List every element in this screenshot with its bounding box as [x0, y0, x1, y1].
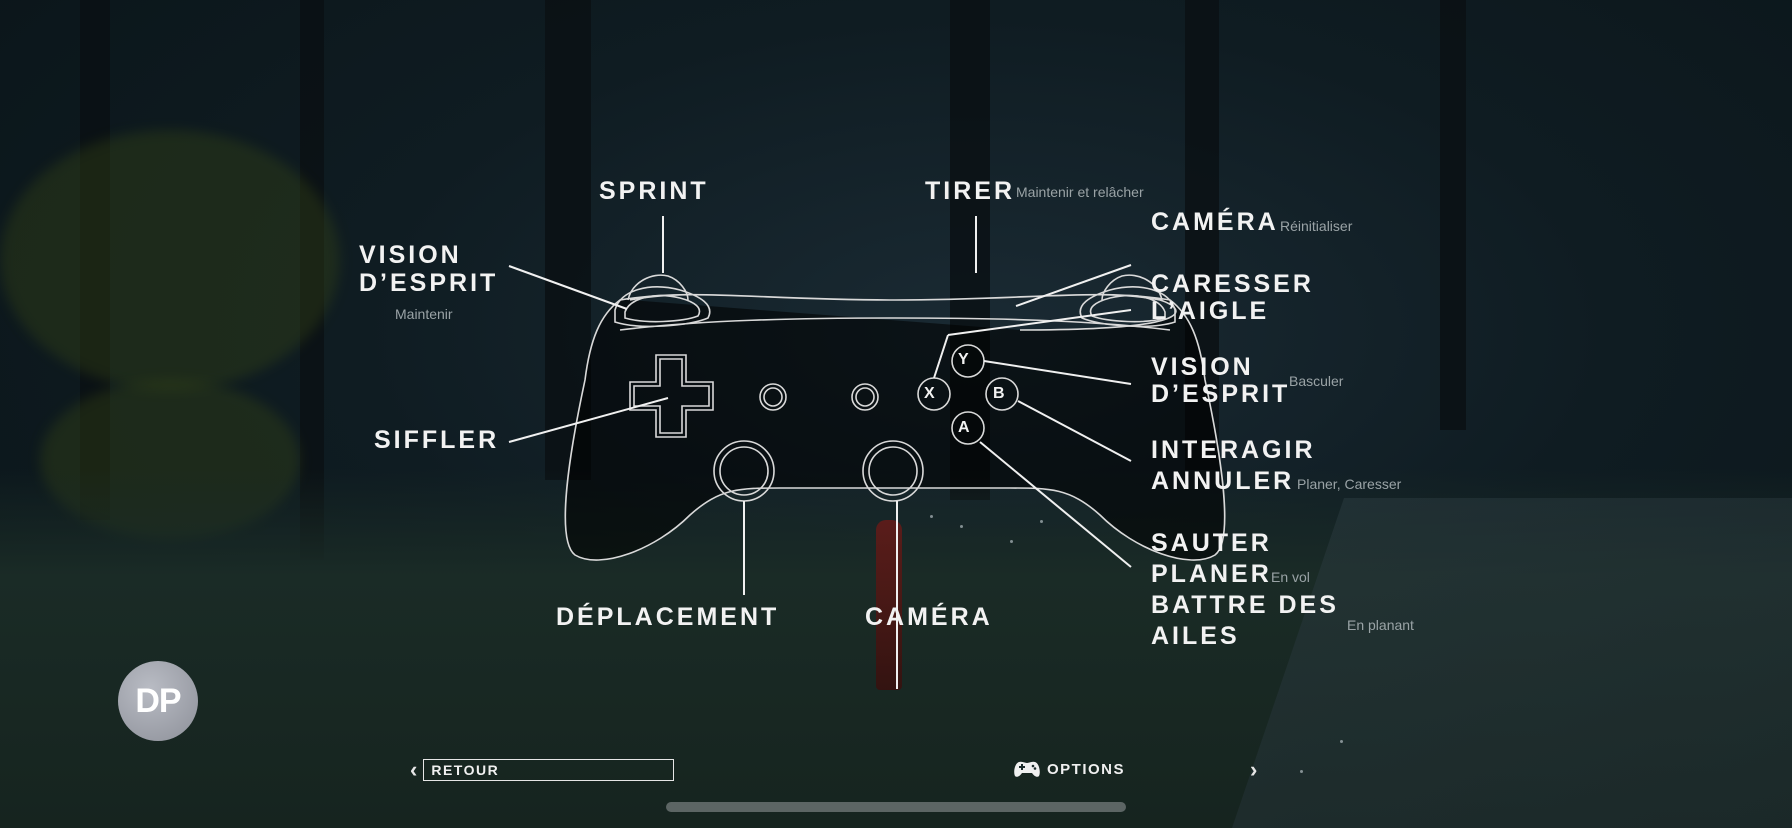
b-button [985, 377, 1019, 411]
right-bumper-inner [1089, 294, 1166, 323]
label-interagir: INTERAGIR [1151, 436, 1316, 464]
avatar[interactable]: DP [118, 661, 198, 741]
label-planer: PLANER [1151, 560, 1272, 588]
callout-lines [508, 216, 1132, 689]
foliage [0, 130, 340, 390]
label-tirer-sub: Maintenir et relâcher [1016, 184, 1144, 200]
right-stick [862, 440, 924, 502]
x-button-label: X [924, 385, 935, 402]
flower [930, 515, 933, 518]
avatar-initials: DP [135, 681, 181, 720]
label-planer-sub: En vol [1271, 569, 1310, 585]
label-deplacement: DÉPLACEMENT [556, 603, 780, 631]
label-vision-toggle-2: D’ESPRIT [1151, 380, 1291, 408]
dpad [629, 354, 714, 438]
label-tirer: TIRER [925, 177, 1015, 205]
flower [1300, 770, 1303, 773]
menu-button [851, 383, 879, 411]
back-label: RETOUR [423, 759, 675, 781]
right-trigger [1101, 274, 1163, 301]
label-camera-reset: CAMÉRA [1151, 208, 1279, 236]
label-camera-stick: CAMÉRA [865, 603, 993, 631]
flower [960, 525, 963, 528]
label-camera-reset-sub: Réinitialiser [1280, 218, 1353, 234]
chevron-left-icon: ‹ [410, 757, 418, 782]
label-sauter: SAUTER [1151, 529, 1272, 557]
controller-shell [564, 293, 1226, 561]
label-vision-toggle-1: VISION [1151, 353, 1254, 381]
a-button-label: A [958, 419, 970, 436]
label-vision-hold-1: VISION [359, 241, 462, 269]
y-button-label: Y [958, 351, 969, 368]
label-battre-1: BATTRE DES [1151, 591, 1339, 619]
label-battre-sub: En planant [1347, 617, 1414, 633]
stone-path [1232, 498, 1792, 828]
label-vision-hold-sub: Maintenir [395, 306, 453, 322]
dpad-inner [633, 358, 710, 434]
label-sprint: SPRINT [599, 177, 709, 205]
left-bumper-inner [624, 294, 701, 323]
back-button[interactable]: ‹ RETOUR [410, 757, 675, 783]
label-annuler-sub: Planer, Caresser [1297, 476, 1402, 492]
options-label: OPTIONS [1047, 760, 1126, 778]
scrollbar[interactable] [666, 802, 1126, 812]
shoulder-line [619, 317, 1171, 331]
label-vision-hold-2: D’ESPRIT [359, 269, 499, 297]
gamepad-icon [1014, 761, 1040, 777]
label-vision-toggle-sub: Basculer [1289, 373, 1344, 389]
flower [1040, 520, 1043, 523]
label-battre-2: AILES [1151, 622, 1240, 650]
a-button [951, 411, 985, 445]
label-annuler: ANNULER [1151, 467, 1295, 495]
tree-trunk [300, 0, 324, 560]
options-tab[interactable]: OPTIONS [1013, 760, 1125, 778]
flower [1010, 540, 1013, 543]
flower [1340, 740, 1343, 743]
chevron-right-icon[interactable]: › [1250, 757, 1258, 782]
tree-trunk [80, 0, 110, 520]
label-siffler: SIFFLER [374, 426, 500, 454]
left-trigger [627, 274, 689, 301]
label-caresser-2: L’AIGLE [1151, 297, 1270, 325]
b-button-label: B [993, 385, 1005, 402]
view-button [759, 383, 787, 411]
tree-trunk [1440, 0, 1466, 430]
label-caresser-1: CARESSER [1151, 270, 1314, 298]
